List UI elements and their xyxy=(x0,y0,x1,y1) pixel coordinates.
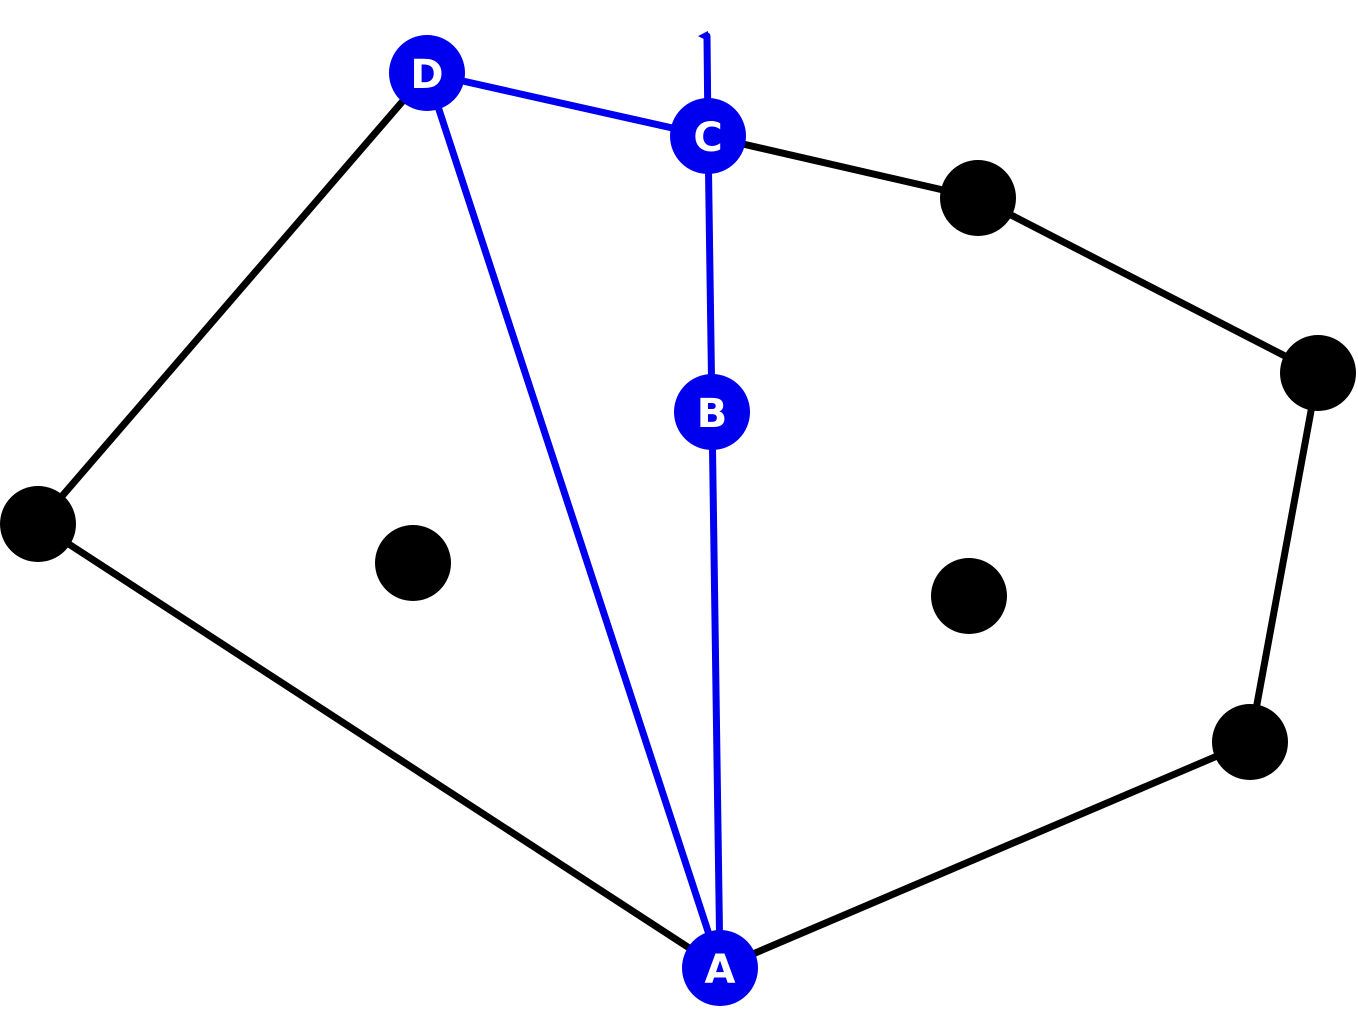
edge-left-to-d xyxy=(34,69,431,528)
node-b: B xyxy=(674,374,750,450)
point-left xyxy=(0,486,76,562)
node-c-label: C xyxy=(693,115,722,161)
edge-d-to-a xyxy=(423,69,724,972)
node-c-circle xyxy=(670,98,746,174)
hull-edges xyxy=(34,69,1322,972)
highlight-edges xyxy=(423,30,724,972)
edge-left-to-a xyxy=(34,520,724,972)
edge-a-to-c xyxy=(704,132,724,972)
node-a: A xyxy=(682,930,758,1006)
point-bottom-right xyxy=(1212,704,1288,780)
point-right xyxy=(1280,335,1356,411)
node-a-circle xyxy=(682,930,758,1006)
node-d-circle xyxy=(389,35,465,111)
point-interior-right xyxy=(931,558,1007,634)
node-b-label: B xyxy=(697,391,728,437)
edge-c-to-top-right xyxy=(704,132,982,202)
edge-bottom-right-to-a xyxy=(716,738,1254,972)
point-top-right xyxy=(940,160,1016,236)
node-c: C xyxy=(670,98,746,174)
edge-right-to-bottom-right xyxy=(1246,369,1322,746)
node-b-circle xyxy=(674,374,750,450)
node-a-label: A xyxy=(705,947,736,993)
node-d: D xyxy=(389,35,465,111)
point-interior-left xyxy=(375,525,451,601)
node-d-label: D xyxy=(410,52,443,98)
edge-top-right-to-right xyxy=(974,194,1322,377)
hull-points xyxy=(0,160,1356,780)
edge-d-to-c xyxy=(423,69,712,140)
